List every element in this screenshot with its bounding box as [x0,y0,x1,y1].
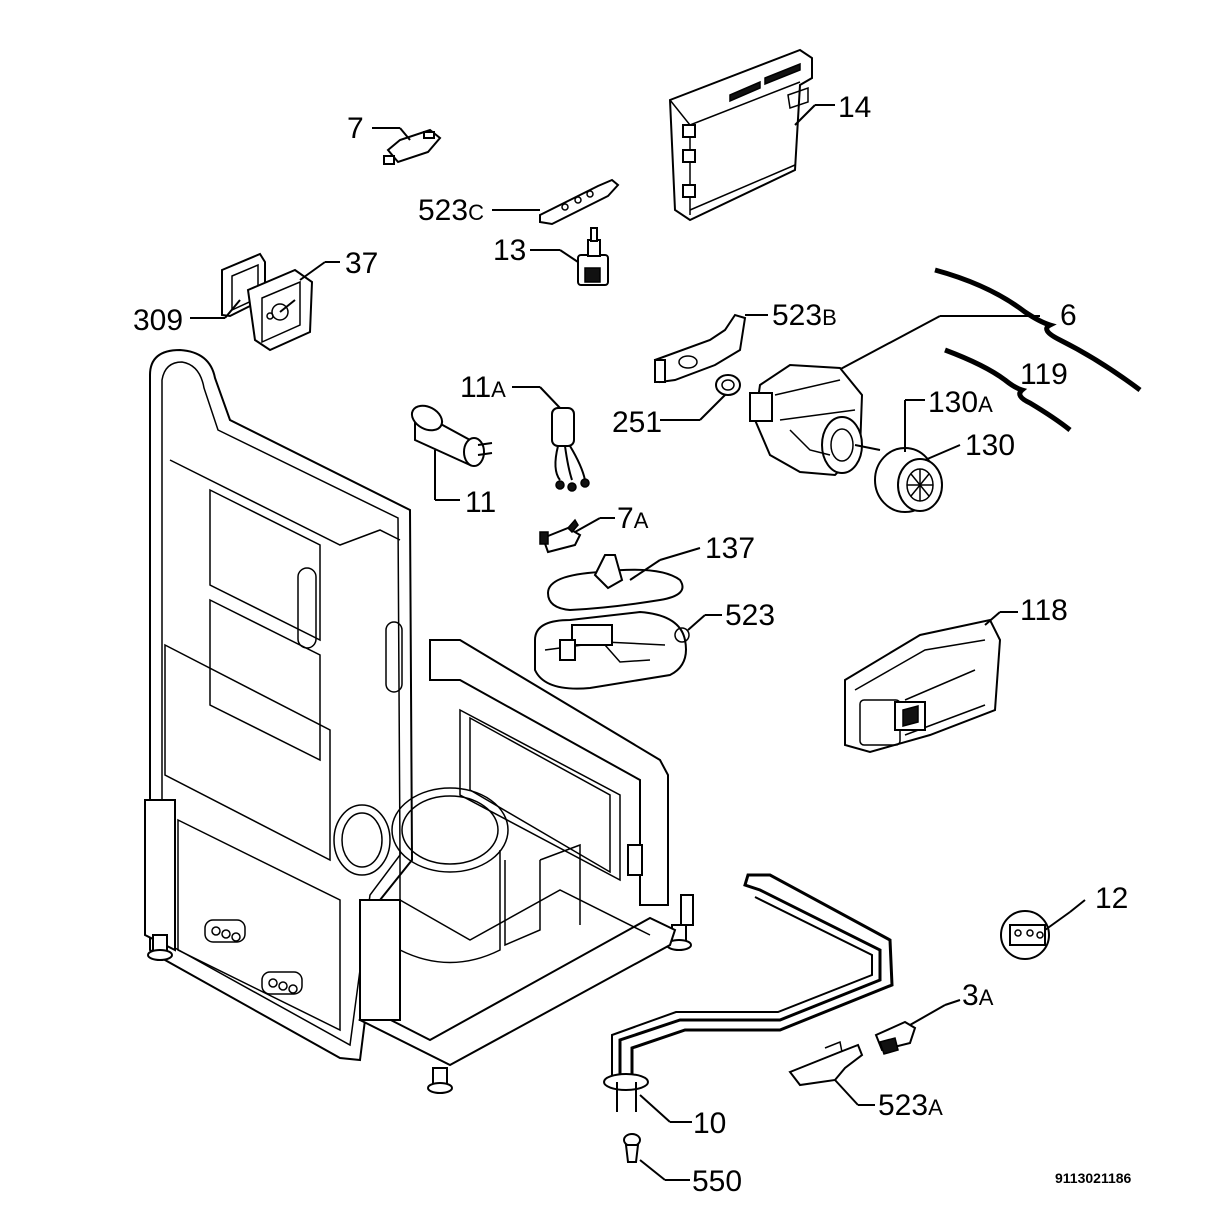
part-10-heating-element [603,873,894,1123]
part-7a-microswitch [539,517,615,554]
callout-523c: 523C [418,194,484,227]
callout-523: 523 [725,599,775,632]
callout-118: 118 [1020,594,1068,627]
part-523c-bracket [492,178,620,226]
part-14-control-module [668,48,835,222]
dishwasher-frame [144,348,694,1094]
callout-37: 37 [345,247,378,280]
part-523b-bracket [653,313,768,384]
callout-14: 14 [838,91,871,124]
callout-251: 251 [612,406,662,439]
callout-7a: 7A [617,502,649,535]
callout-309: 309 [133,304,183,337]
callout-3a: 3A [962,979,994,1012]
callout-10: 10 [693,1107,726,1140]
part-523a-bracket [788,1040,875,1106]
callout-6: 6 [1060,299,1077,332]
callout-12: 12 [1095,882,1128,915]
part-251-grommet [660,374,741,421]
callout-labels: 7 14 523C 13 37 309 523B 6 119 11A 130A … [133,91,1132,1198]
callout-7: 7 [347,112,364,145]
callout-550: 550 [692,1165,742,1198]
callout-523b: 523B [772,299,837,332]
part-119-brace [944,347,1072,432]
part-37-timer [246,261,340,352]
callout-137: 137 [705,532,755,565]
callout-119: 119 [1020,358,1068,391]
part-3a-clip [874,999,961,1055]
callout-130a: 130A [928,386,993,419]
part-6-brace [819,267,1142,393]
part-523-water-tank [534,610,722,690]
part-13-switch [530,227,609,286]
part-137-float-cover [546,547,701,612]
part-11-capacitor [410,404,493,501]
callout-13: 13 [493,234,526,267]
callout-11a: 11A [460,371,506,404]
part-12-thermostat [1000,899,1086,960]
part-6-pump-motor [749,363,881,477]
part-118-dispenser [844,611,1018,754]
part-11a-suppressor [512,386,590,492]
callout-11: 11 [465,486,496,519]
callout-523a: 523A [878,1089,943,1122]
part-7-switch [372,127,442,165]
callout-130: 130 [965,429,1015,462]
document-id: 9113021186 [1055,1170,1132,1186]
part-550-screw [623,1133,690,1181]
part-130-impeller [874,399,961,513]
